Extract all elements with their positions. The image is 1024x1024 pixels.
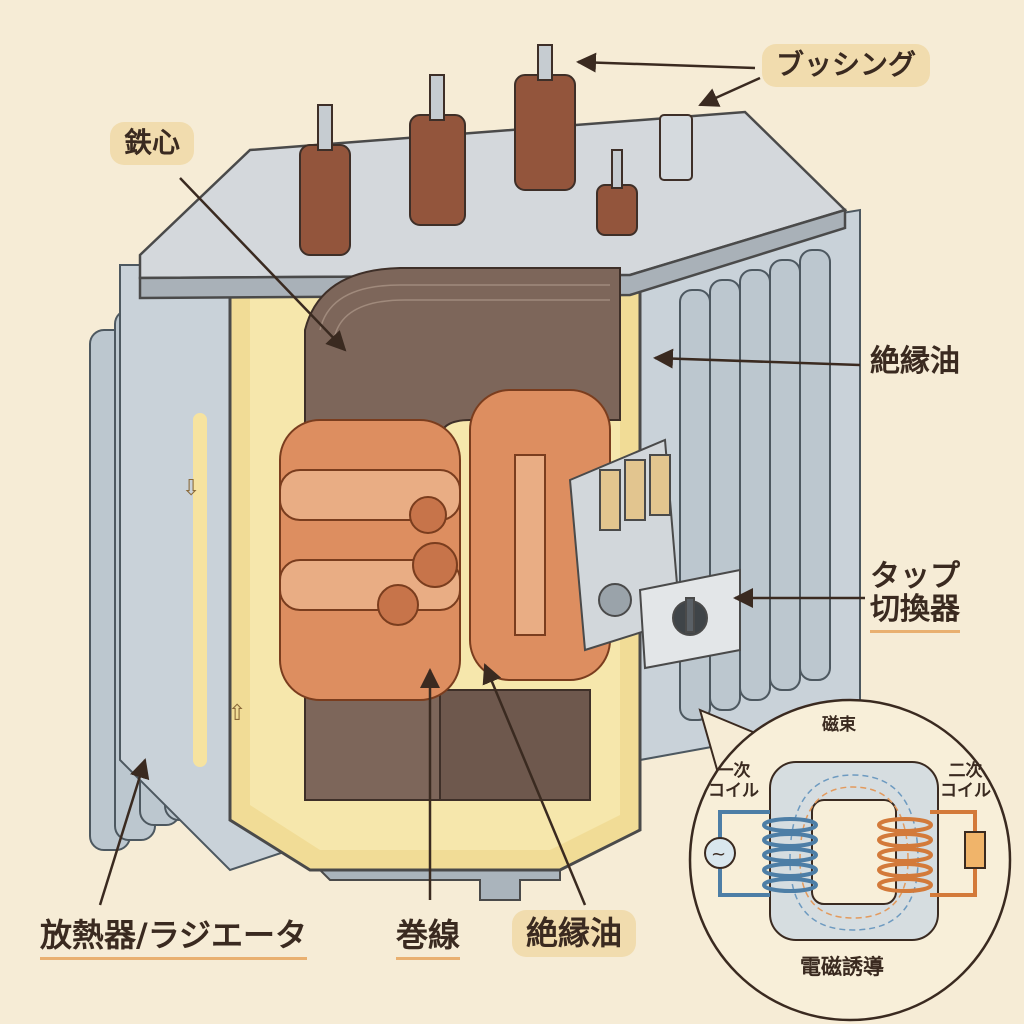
bushing-1	[299, 104, 351, 256]
primary-line1: 一次	[716, 761, 751, 781]
winding-left	[279, 419, 461, 701]
bushing-5	[659, 114, 693, 181]
bushing-2	[409, 74, 466, 226]
label-tap-changer: タップ 切換器	[870, 560, 960, 633]
secondary-coil	[877, 817, 933, 893]
bushing-4	[596, 149, 638, 236]
primary-line2: コイル	[708, 780, 759, 801]
svg-text:⇧: ⇧	[228, 701, 246, 726]
svg-text:~: ~	[711, 844, 726, 865]
bushings	[299, 44, 693, 256]
label-insulating-oil-bottom: 絶縁油	[512, 910, 637, 958]
inset-secondary-coil-label: 二次 コイル	[940, 761, 991, 801]
inset-primary-coil-label: 一次 コイル	[708, 761, 759, 801]
tap-changer	[568, 438, 741, 670]
svg-text:⇩: ⇩	[182, 476, 200, 501]
load-resistor-icon	[964, 831, 986, 869]
ac-source-icon	[704, 837, 736, 869]
winding-right	[469, 389, 611, 681]
label-core: 鉄心	[110, 122, 195, 165]
inset-title: 電磁誘導	[800, 955, 884, 979]
leader-arrows	[98, 52, 865, 906]
label-winding: 巻線	[396, 917, 461, 961]
label-bushing: ブッシング	[762, 44, 931, 87]
secondary-line1: 二次	[948, 761, 983, 781]
label-insulating-oil-right: 絶縁油	[870, 344, 960, 379]
label-radiator: 放熱器/ラジエータ	[40, 917, 308, 961]
inset-flux-label: 磁束	[822, 715, 856, 735]
secondary-line2: コイル	[940, 780, 991, 801]
bushing-3	[514, 44, 576, 191]
label-tap-changer-line2: 切換器	[870, 593, 960, 633]
label-tap-changer-line1: タップ	[870, 559, 960, 594]
electromagnetic-induction-inset: ~	[688, 698, 1012, 1022]
primary-coil	[762, 817, 818, 893]
